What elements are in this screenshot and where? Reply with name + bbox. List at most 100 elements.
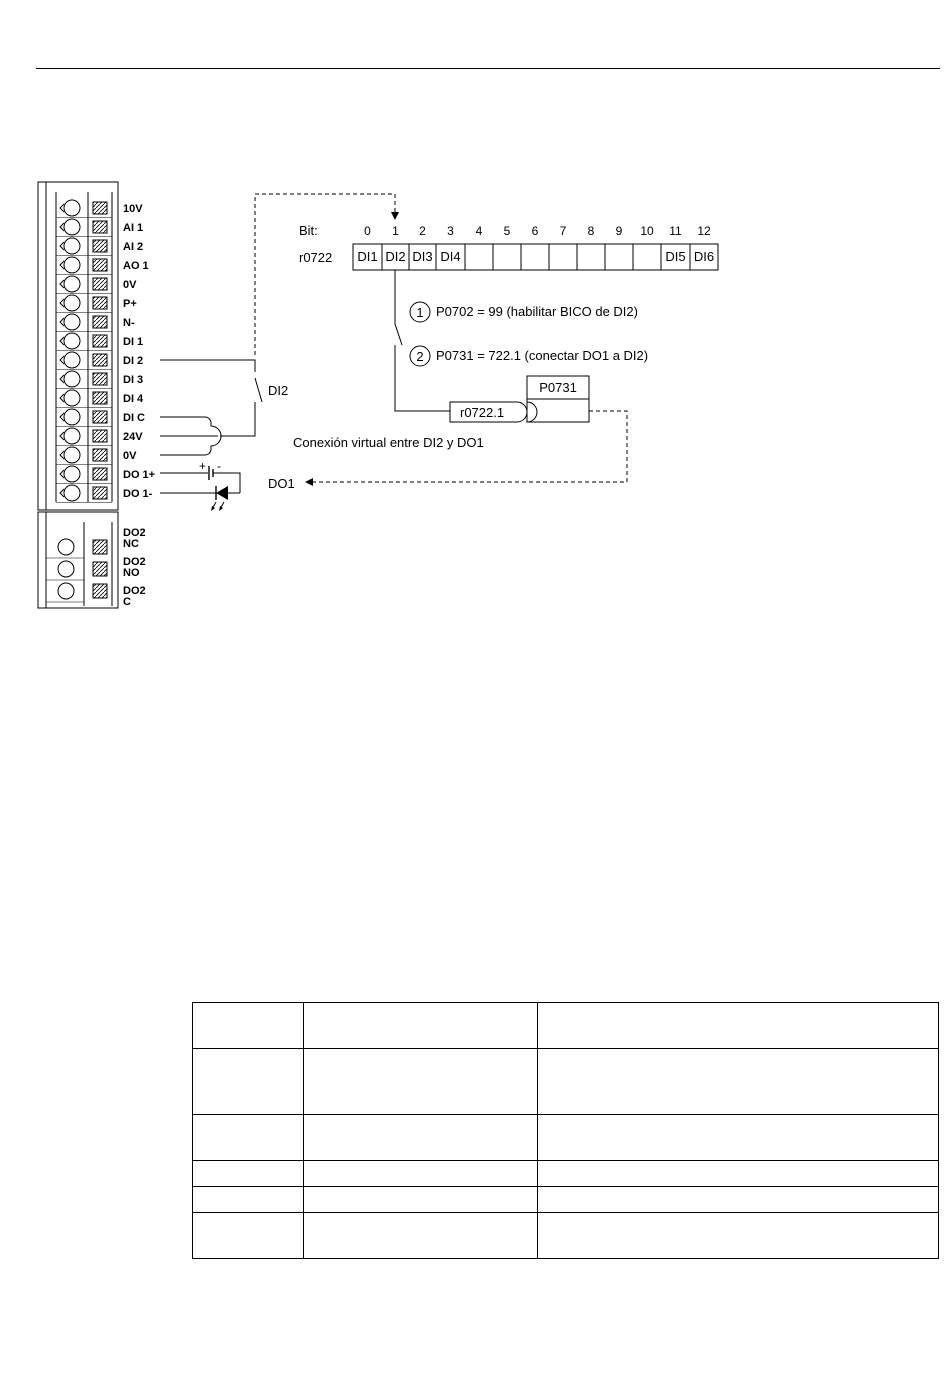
minus-sign: - — [217, 459, 221, 473]
terminal-screw-icon — [56, 370, 112, 389]
dashed-link-di2 — [254, 193, 396, 355]
terminal-screw-icon — [56, 446, 112, 465]
led-icon — [211, 486, 228, 511]
table-cell — [192, 1002, 304, 1049]
bit-number: 5 — [504, 224, 511, 238]
table-cell — [303, 1114, 538, 1161]
bit-number: 4 — [476, 224, 483, 238]
register-cell-label: DI5 — [665, 249, 685, 264]
register-cell — [660, 243, 691, 271]
arrow-down-icon — [391, 212, 399, 220]
terminal-label: P+ — [123, 298, 137, 310]
terminal-screw-icon — [56, 237, 112, 256]
terminal-screw-icon — [56, 427, 112, 446]
table-cell — [537, 1114, 939, 1161]
table-cell — [192, 1160, 304, 1187]
relay-labels: DO2 NC DO2 NO DO2 C — [123, 527, 146, 608]
terminal-label: 24V — [123, 431, 143, 443]
terminal-label: 10V — [123, 203, 143, 215]
bit-number: 0 — [364, 224, 371, 238]
bit-number: 7 — [560, 224, 567, 238]
terminal-label: DI 2 — [123, 355, 143, 367]
terminal-screw-icon — [56, 332, 112, 351]
register-cell — [352, 243, 383, 271]
table-cell — [192, 1048, 304, 1115]
virtual-connection-label: Conexión virtual entre DI2 y DO1 — [293, 435, 484, 450]
register-cell — [604, 243, 634, 271]
function-block-p0731: P0731 r0722.1 — [449, 375, 590, 423]
register-cell-label: DI2 — [385, 249, 405, 264]
step-1: 1 P0702 = 99 (habilitar BICO de DI2) — [409, 301, 638, 323]
bit-number: 3 — [447, 224, 454, 238]
signal-line — [394, 270, 403, 346]
relay-label: C — [123, 596, 131, 608]
register-cell — [464, 243, 494, 271]
bit-number: 6 — [532, 224, 539, 238]
register-cell-label: DI6 — [694, 249, 714, 264]
register-cell — [689, 243, 719, 271]
terminal-screw-icon — [56, 294, 112, 313]
block-input: r0722.1 — [460, 405, 504, 420]
arrow-left-icon — [305, 478, 313, 486]
terminal-screw-icon — [56, 484, 112, 503]
relay-block — [37, 511, 119, 609]
table-row — [192, 1002, 939, 1049]
relay-screw-icon — [46, 560, 108, 581]
register-cell — [632, 243, 662, 271]
wiring — [160, 359, 263, 494]
register-cell — [381, 243, 410, 271]
table-row — [192, 1212, 939, 1259]
step-text: P0731 = 722.1 (conectar DO1 a DI2) — [436, 348, 648, 363]
register-cell — [548, 243, 578, 271]
wiring-diagram: 10V AI 1 AI 2 AO 1 0V P+ N- DI 1 DI 2 DI… — [37, 181, 719, 609]
bit-number: 8 — [588, 224, 595, 238]
relay-screw-icon — [46, 538, 108, 559]
terminal-screw-icon — [56, 465, 112, 484]
signal-line — [394, 345, 450, 412]
dashed-link-do1 — [313, 410, 628, 483]
register-cell-label: DI4 — [440, 249, 460, 264]
table-cell — [303, 1048, 538, 1115]
terminal-label: AI 1 — [123, 222, 143, 234]
bit-number: 12 — [697, 224, 711, 238]
bit-number: 1 — [392, 224, 399, 238]
relay-label: NC — [123, 538, 139, 550]
register-cell-label: DI1 — [357, 249, 377, 264]
block-param: P0731 — [539, 380, 577, 395]
terminal-screw-icon — [56, 351, 112, 370]
bit-number: 2 — [419, 224, 426, 238]
table-cell — [192, 1114, 304, 1161]
table-cell — [537, 1002, 939, 1049]
table-cell — [192, 1212, 304, 1259]
plus-sign: + — [199, 459, 206, 473]
terminal-label: 0V — [123, 450, 137, 462]
table-cell — [303, 1160, 538, 1187]
terminal-screw-icon — [56, 256, 112, 275]
terminal-screw-icon — [56, 199, 112, 218]
table-cell — [192, 1186, 304, 1213]
terminal-label: AO 1 — [123, 260, 149, 272]
terminal-label: N- — [123, 317, 135, 329]
step-text: P0702 = 99 (habilitar BICO de DI2) — [436, 304, 638, 319]
top-rule — [36, 68, 940, 69]
terminal-label: DO 1- — [123, 488, 153, 500]
do1-label: DO1 — [268, 476, 295, 491]
bit-number: 11 — [669, 224, 682, 238]
terminal-label: DI C — [123, 412, 145, 424]
register-cell — [492, 243, 522, 271]
register-cell — [435, 243, 466, 271]
relay-label: DO2 — [123, 527, 146, 539]
step-number: 1 — [416, 305, 423, 320]
table-row — [192, 1160, 939, 1187]
terminal-labels: 10V AI 1 AI 2 AO 1 0V P+ N- DI 1 DI 2 DI… — [123, 203, 155, 500]
step-2: 2 P0731 = 722.1 (conectar DO1 a DI2) — [409, 345, 648, 367]
terminal-label: DI 1 — [123, 336, 143, 348]
bit-number: 9 — [616, 224, 623, 238]
table-cell — [303, 1002, 538, 1049]
register-cell-label: DI3 — [412, 249, 432, 264]
terminal-screw-icon — [56, 275, 112, 294]
relay-label: DO2 — [123, 585, 146, 597]
table-cell — [537, 1186, 939, 1213]
table-row — [192, 1186, 939, 1213]
register-cell — [520, 243, 550, 271]
